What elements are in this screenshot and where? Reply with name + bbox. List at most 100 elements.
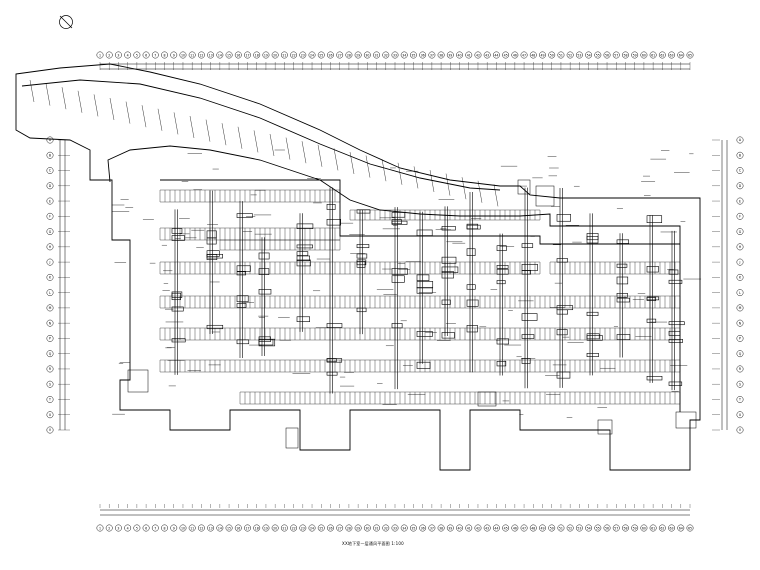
svg-text:25: 25	[319, 53, 323, 57]
left-axis-bubble-P: P	[46, 334, 70, 342]
bottom-axis-bubble-10: 10	[179, 504, 187, 532]
right-axis-bubble-T: T	[712, 396, 744, 403]
bottom-axis-bubble-18: 18	[253, 504, 261, 532]
svg-text:Q: Q	[739, 352, 742, 356]
right-axis-bubble-F: F	[712, 212, 744, 220]
svg-text:T: T	[738, 398, 741, 402]
shaft-rooms	[127, 179, 697, 449]
top-axis-bubble-23: 23	[299, 51, 307, 70]
top-axis-bubble-8: 8	[161, 51, 168, 70]
bottom-axis-bubble-45: 45	[502, 504, 510, 532]
left-axis-bubble-G: G	[46, 228, 70, 236]
svg-text:41: 41	[467, 53, 471, 57]
top-axis-bubble-36: 36	[419, 51, 427, 70]
bottom-axis-bubble-31: 31	[373, 504, 380, 532]
top-axis-bubble-18: 18	[253, 51, 261, 70]
svg-text:65: 65	[688, 526, 692, 530]
svg-text:31: 31	[375, 526, 379, 530]
left-axis-bubble-T: T	[46, 396, 70, 403]
bottom-axis-bubble-39: 39	[446, 504, 454, 532]
bottom-axis-bubble-30: 30	[363, 504, 371, 532]
svg-text:R: R	[739, 367, 742, 371]
svg-text:U: U	[739, 413, 742, 417]
bottom-axis-bubble-1: 1	[96, 504, 104, 532]
top-axis-bubble-6: 6	[142, 51, 150, 70]
svg-text:M: M	[739, 306, 742, 310]
top-axis-bubble-12: 12	[197, 51, 205, 70]
top-axis-bubble-32: 32	[382, 51, 390, 70]
svg-text:19: 19	[264, 526, 268, 530]
svg-text:41: 41	[467, 526, 471, 530]
top-axis-bubble-29: 29	[354, 51, 362, 70]
svg-text:P: P	[49, 337, 51, 341]
bottom-axis-bubble-43: 43	[483, 504, 491, 532]
svg-text:23: 23	[301, 526, 305, 530]
bottom-axis-bubble-4: 4	[124, 504, 132, 532]
drawing-title: XX地下室一层通风平面图 1:100	[342, 541, 404, 546]
svg-text:54: 54	[587, 526, 591, 530]
svg-text:E: E	[49, 199, 51, 203]
svg-text:59: 59	[633, 53, 637, 57]
svg-text:52: 52	[568, 53, 572, 57]
top-axis-bubble-30: 30	[363, 51, 371, 70]
bottom-axis-bubble-41: 41	[465, 504, 473, 532]
bottom-axis-bubble-9: 9	[170, 504, 178, 532]
svg-text:53: 53	[577, 53, 581, 57]
bottom-axis-bubble-65: 65	[686, 504, 694, 532]
svg-text:58: 58	[623, 53, 627, 57]
right-axis-bubble-C: C	[712, 167, 744, 174]
top-axis-bubble-16: 16	[234, 51, 242, 70]
bottom-axis-bubble-32: 32	[382, 504, 390, 532]
svg-text:30: 30	[365, 53, 369, 57]
svg-text:59: 59	[633, 526, 637, 530]
svg-text:24: 24	[310, 526, 314, 530]
svg-text:16: 16	[236, 526, 240, 530]
svg-text:B: B	[49, 153, 51, 157]
svg-text:65: 65	[688, 53, 692, 57]
svg-text:9: 9	[173, 526, 175, 530]
svg-text:31: 31	[375, 53, 379, 57]
bottom-axis-bubble-35: 35	[410, 504, 417, 532]
svg-text:34: 34	[402, 526, 406, 530]
bottom-axis-bubble-34: 34	[400, 504, 408, 532]
svg-text:13: 13	[209, 526, 213, 530]
svg-text:29: 29	[356, 53, 360, 57]
svg-text:J: J	[739, 260, 741, 264]
bottom-axis-bubble-62: 62	[658, 504, 666, 532]
top-axis-bubble-60: 60	[640, 51, 648, 70]
svg-text:2: 2	[108, 53, 110, 57]
top-axis-bubble-19: 19	[262, 51, 270, 70]
bottom-axis-bubble-54: 54	[585, 504, 593, 532]
bottom-axis-bubble-38: 38	[437, 504, 445, 532]
svg-text:27: 27	[338, 526, 342, 530]
bottom-axis-bubble-51: 51	[557, 504, 565, 532]
svg-text:50: 50	[550, 526, 554, 530]
svg-text:63: 63	[670, 526, 674, 530]
svg-text:37: 37	[430, 526, 434, 530]
bottom-axis-bubble-22: 22	[290, 504, 298, 532]
svg-text:7: 7	[154, 526, 156, 530]
svg-text:5: 5	[136, 526, 138, 530]
svg-text:21: 21	[282, 526, 286, 530]
svg-text:S: S	[739, 382, 741, 386]
svg-text:D: D	[49, 184, 52, 188]
svg-text:17: 17	[245, 53, 249, 57]
svg-text:4: 4	[127, 526, 129, 530]
top-axis-bubble-15: 15	[225, 51, 233, 70]
top-axis-bubble-3: 3	[115, 51, 122, 70]
bottom-axis-bubble-8: 8	[161, 504, 168, 532]
top-axis-bubble-4: 4	[124, 51, 132, 70]
left-axis-bubble-K: K	[46, 273, 70, 281]
top-axis-bubble-52: 52	[566, 51, 574, 70]
svg-text:7: 7	[154, 53, 156, 57]
svg-text:33: 33	[393, 526, 397, 530]
svg-text:48: 48	[531, 526, 535, 530]
bottom-axis-bubble-26: 26	[327, 504, 334, 532]
svg-text:K: K	[739, 276, 742, 280]
bottom-axis-bubble-21: 21	[280, 504, 288, 532]
ventilation-ducts	[29, 79, 702, 418]
top-axis-bubble-26: 26	[327, 51, 334, 70]
bottom-axis-bubble-40: 40	[456, 504, 463, 532]
